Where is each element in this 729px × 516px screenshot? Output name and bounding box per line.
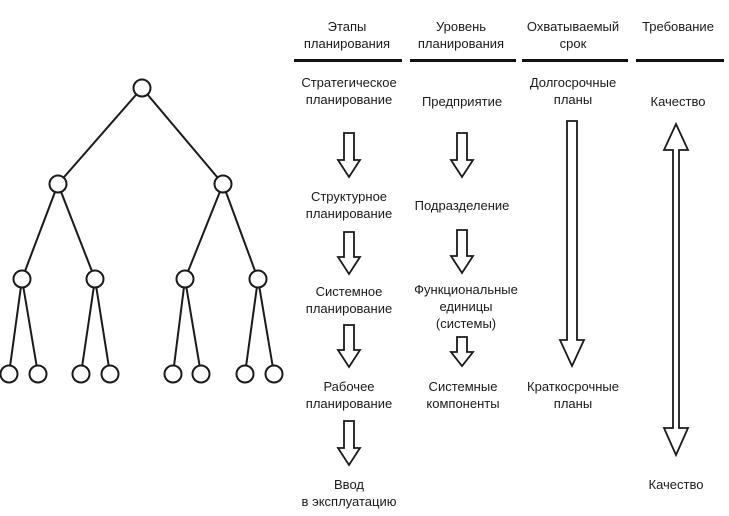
tree-edge bbox=[80, 278, 96, 375]
tree-edge bbox=[57, 183, 96, 280]
stage-system: Системное планирование bbox=[306, 283, 392, 317]
tree-edge bbox=[184, 278, 202, 375]
tree-nodes bbox=[0, 78, 284, 384]
header-rule-level bbox=[410, 59, 516, 62]
tree-node-leaf bbox=[100, 364, 120, 384]
header-term-line2: срок bbox=[559, 36, 587, 51]
term-long: Долгосрочные планы bbox=[530, 74, 616, 108]
stage-commissioning-line2: в эксплуатацию bbox=[301, 494, 397, 509]
stage-system-line2: планирование bbox=[305, 301, 393, 316]
tree-node bbox=[12, 269, 32, 289]
level-enterprise: Предприятие bbox=[422, 93, 502, 110]
tree-node bbox=[213, 174, 233, 194]
level-functional-units: Функциональные единицы (системы) bbox=[414, 281, 518, 332]
header-level: Уровень планирования bbox=[406, 18, 516, 52]
arrow-down-level-2 bbox=[449, 229, 475, 275]
tree-node-root bbox=[132, 78, 152, 98]
stage-working-line2: планирование bbox=[305, 396, 393, 411]
stage-structural-line2: планирование bbox=[305, 206, 393, 221]
header-term: Охватываемый срок bbox=[518, 18, 628, 52]
tree-node bbox=[85, 269, 105, 289]
level-system-components-line2: компоненты bbox=[426, 396, 500, 411]
tree-edge bbox=[257, 278, 275, 375]
term-long-line1: Долгосрочные bbox=[529, 75, 617, 90]
arrow-down-term bbox=[558, 120, 586, 369]
header-level-line1: Уровень bbox=[435, 19, 487, 34]
stage-strategic: Стратегическое планирование bbox=[301, 74, 396, 108]
level-functional-units-line3: (системы) bbox=[435, 316, 497, 331]
stage-strategic-line1: Стратегическое bbox=[301, 75, 397, 90]
arrow-down-stage-3 bbox=[336, 324, 362, 369]
arrow-down-stage-4 bbox=[336, 420, 362, 467]
stage-system-line1: Системное bbox=[315, 284, 383, 299]
tree-edge bbox=[244, 278, 259, 375]
arrow-down-stage-2 bbox=[336, 231, 362, 276]
requirement-top-text: Качество bbox=[650, 94, 706, 109]
tree-node-leaf bbox=[28, 364, 48, 384]
requirement-top: Качество bbox=[651, 93, 706, 110]
level-functional-units-line1: Функциональные bbox=[414, 282, 518, 297]
header-stages-line1: Этапы bbox=[327, 19, 367, 34]
header-stages: Этапы планирования bbox=[292, 18, 402, 52]
tree-node bbox=[175, 269, 195, 289]
tree-edge bbox=[222, 183, 259, 280]
stage-commissioning-line1: Ввод bbox=[334, 477, 364, 492]
tree-edge bbox=[94, 278, 111, 375]
term-short-line1: Краткосрочные bbox=[527, 379, 619, 394]
tree-edge bbox=[21, 278, 39, 375]
level-system-components: Системные компоненты bbox=[426, 378, 499, 412]
stage-commissioning: Ввод в эксплуатацию bbox=[302, 476, 397, 510]
tree-node bbox=[48, 174, 68, 194]
tree-node-leaf bbox=[264, 364, 284, 384]
level-functional-units-line2: единицы bbox=[439, 299, 493, 314]
tree-edge bbox=[141, 87, 224, 185]
term-short: Краткосрочные планы bbox=[527, 378, 619, 412]
tree-node-leaf bbox=[163, 364, 183, 384]
stage-working: Рабочее планирование bbox=[306, 378, 392, 412]
level-division: Подразделение bbox=[415, 197, 510, 214]
tree-node bbox=[248, 269, 268, 289]
header-rule-requirement bbox=[636, 59, 724, 62]
tree-edge bbox=[57, 87, 143, 185]
requirement-bottom: Качество bbox=[649, 476, 704, 493]
header-rule-stages bbox=[294, 59, 402, 62]
arrow-down-stage-1 bbox=[336, 132, 362, 179]
tree-edge bbox=[8, 278, 23, 375]
tree-edge bbox=[21, 183, 59, 280]
term-long-line2: планы bbox=[553, 92, 593, 107]
level-division-line1: Подразделение bbox=[414, 198, 510, 213]
requirement-bottom-text: Качество bbox=[648, 477, 704, 492]
tree-edges bbox=[8, 87, 275, 375]
stage-strategic-line2: планирование bbox=[305, 92, 393, 107]
term-short-line2: планы bbox=[553, 396, 593, 411]
tree-node-leaf bbox=[71, 364, 91, 384]
arrow-down-level-1 bbox=[449, 132, 475, 179]
header-stages-line2: планирования bbox=[303, 36, 391, 51]
arrow-double-requirement bbox=[662, 121, 690, 458]
tree-edge bbox=[184, 183, 224, 280]
tree-node-leaf bbox=[235, 364, 255, 384]
header-term-line1: Охватываемый bbox=[526, 19, 620, 34]
header-rule-term bbox=[522, 59, 628, 62]
stage-structural-line1: Структурное bbox=[310, 189, 388, 204]
level-system-components-line1: Системные bbox=[428, 379, 498, 394]
tree-node-leaf bbox=[191, 364, 211, 384]
header-requirement-line1: Требование bbox=[642, 19, 714, 34]
level-enterprise-line1: Предприятие bbox=[421, 94, 503, 109]
tree-edge bbox=[172, 278, 186, 375]
header-level-line2: планирования bbox=[417, 36, 505, 51]
stage-working-line1: Рабочее bbox=[323, 379, 375, 394]
header-requirement: Требование bbox=[628, 18, 728, 35]
tree-node-leaf bbox=[0, 364, 19, 384]
arrow-down-level-3 bbox=[449, 336, 475, 368]
stage-structural: Структурное планирование bbox=[306, 188, 392, 222]
